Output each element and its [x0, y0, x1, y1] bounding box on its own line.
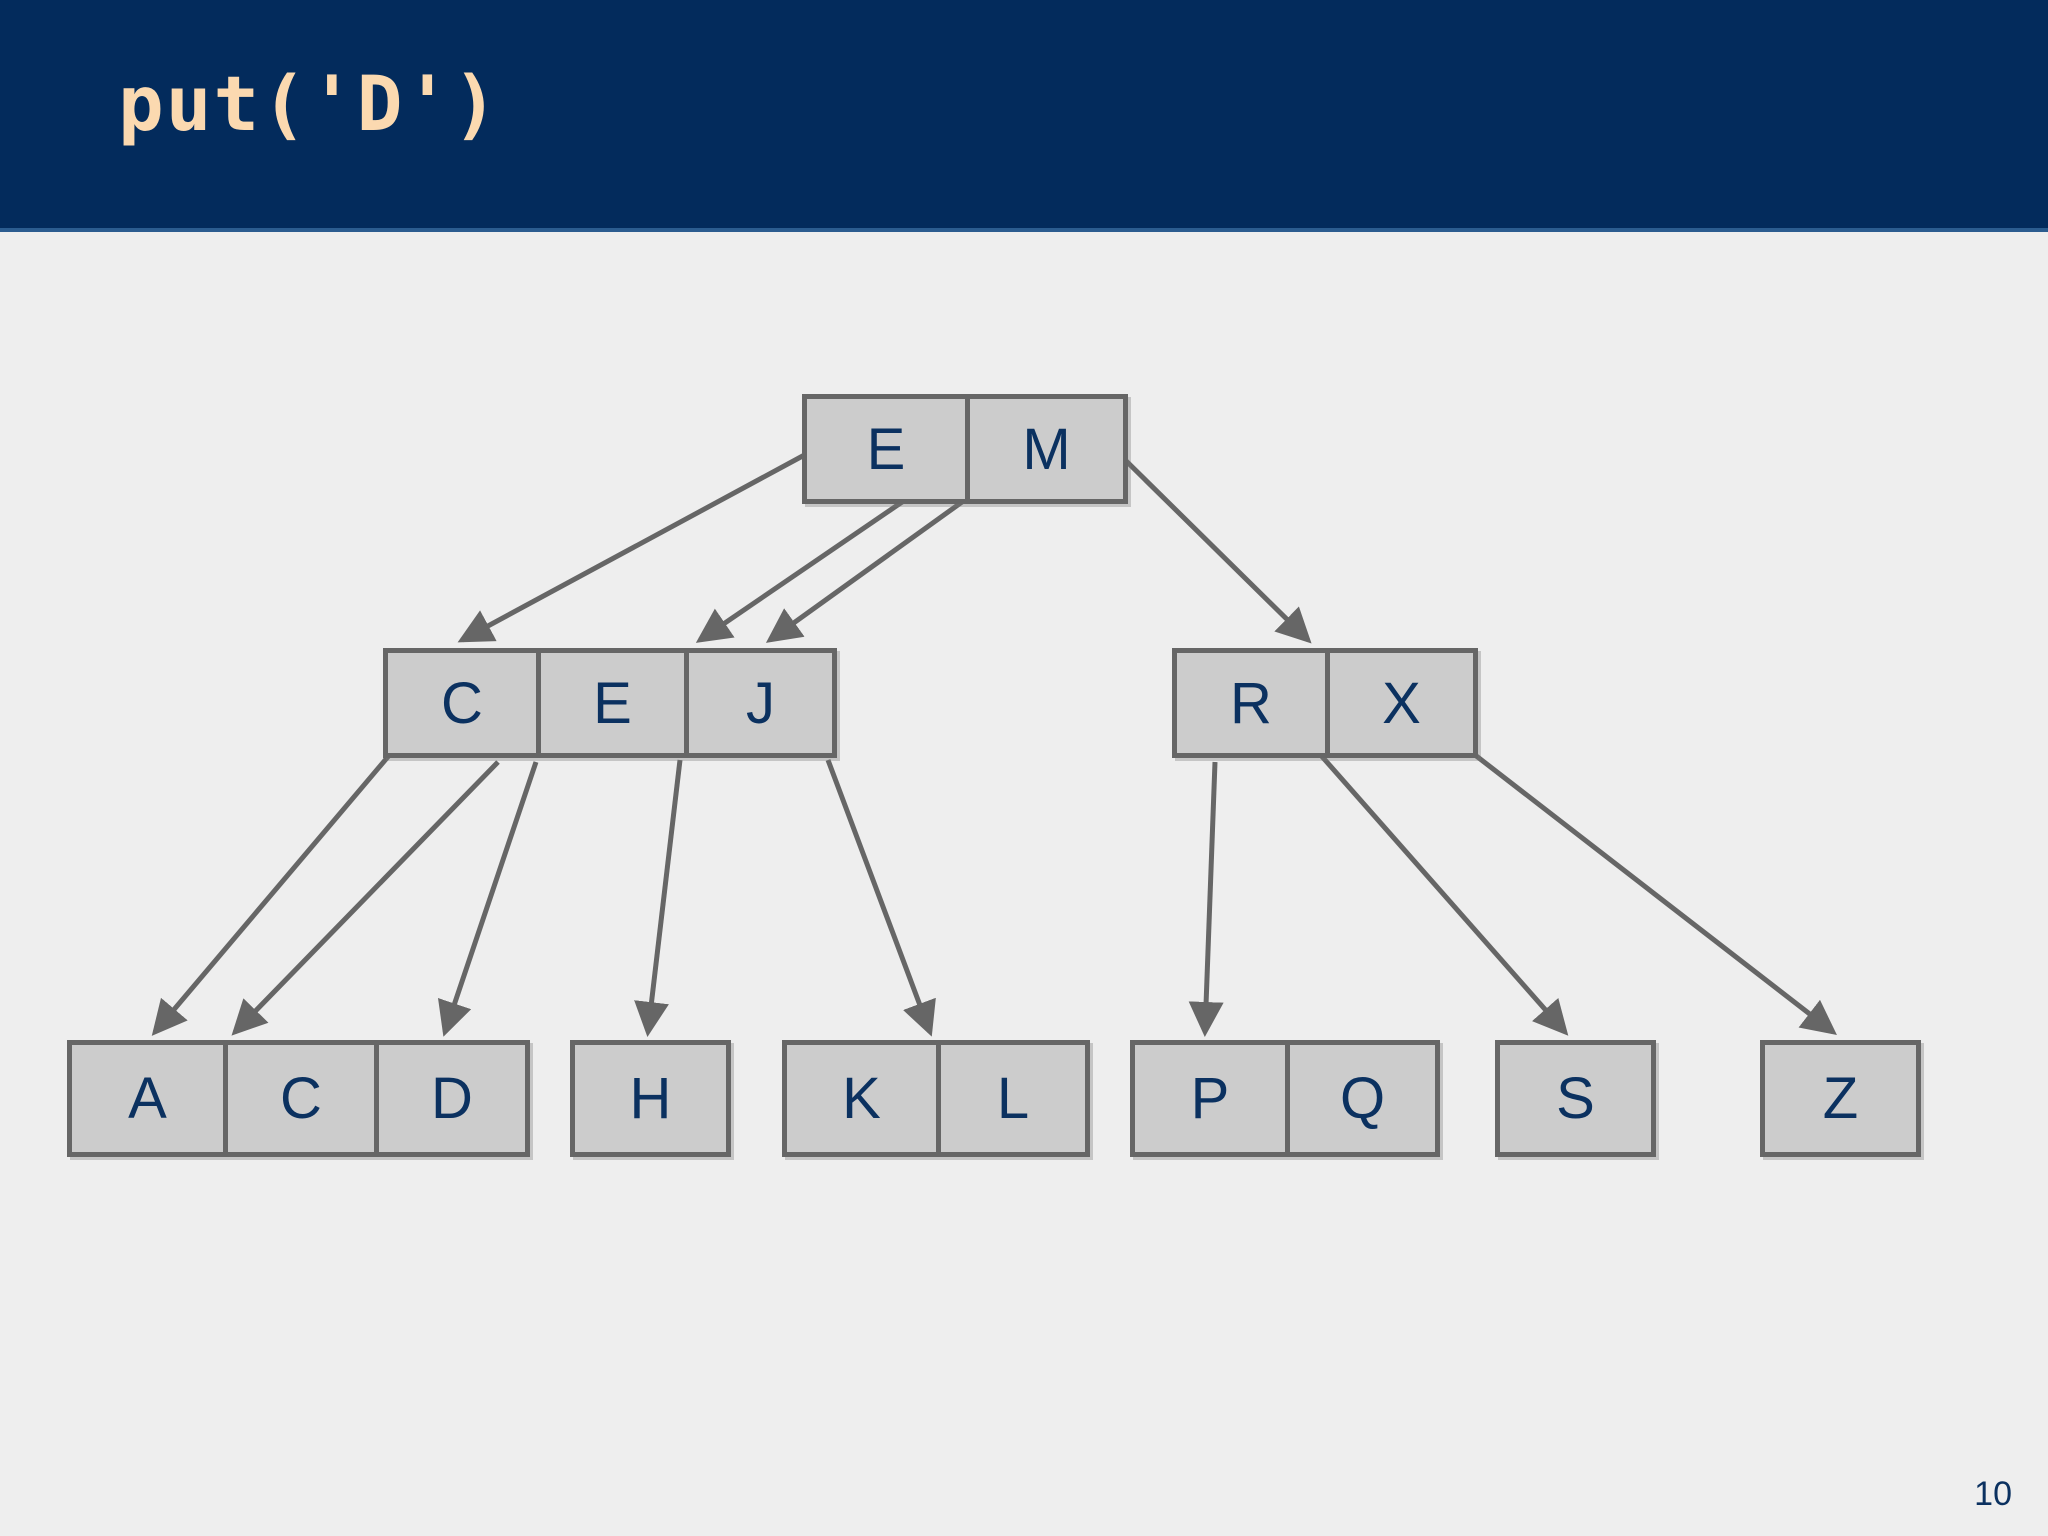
page-title: put('D') — [118, 59, 501, 148]
btree-edge — [1188, 761, 1224, 1037]
btree-key-cell: C — [223, 1045, 374, 1152]
btree-key-cell: K — [787, 1045, 936, 1152]
btree-key-cell: X — [1325, 653, 1473, 753]
btree-edge — [1113, 448, 1312, 644]
btree-edge — [634, 759, 683, 1037]
page-number: 10 — [1974, 1475, 2012, 1513]
btree-edge — [437, 761, 539, 1037]
btree-edge — [231, 760, 500, 1036]
btree-key-cell: C — [388, 653, 536, 753]
btree-edge — [1464, 746, 1837, 1036]
btree-edge — [151, 750, 394, 1036]
btree-key-cell: R — [1177, 653, 1325, 753]
btree-key-cell: S — [1500, 1045, 1651, 1152]
btree-key-cell: E — [807, 399, 965, 499]
btree-node-leaf-s: S — [1495, 1040, 1656, 1157]
btree-edge — [1316, 750, 1569, 1036]
btree-key-cell: A — [72, 1045, 223, 1152]
btree-key-cell: Q — [1285, 1045, 1435, 1152]
btree-key-cell: M — [965, 399, 1123, 499]
btree-key-cell: E — [536, 653, 684, 753]
btree-node-leaf-h: H — [570, 1040, 731, 1157]
slide-header-bar — [0, 0, 2048, 228]
btree-key-cell: H — [575, 1045, 726, 1152]
btree-edge — [765, 499, 964, 643]
btree-key-cell: J — [684, 653, 832, 753]
header-divider-rule — [0, 228, 2048, 232]
btree-edge — [825, 759, 936, 1037]
btree-key-cell: D — [374, 1045, 525, 1152]
btree-node-leaf-z: Z — [1760, 1040, 1921, 1157]
btree-key-cell: Z — [1765, 1045, 1916, 1152]
btree-key-cell: P — [1135, 1045, 1285, 1152]
btree-edge — [695, 497, 907, 643]
btree-edge — [457, 449, 812, 643]
btree-key-cell: L — [936, 1045, 1085, 1152]
